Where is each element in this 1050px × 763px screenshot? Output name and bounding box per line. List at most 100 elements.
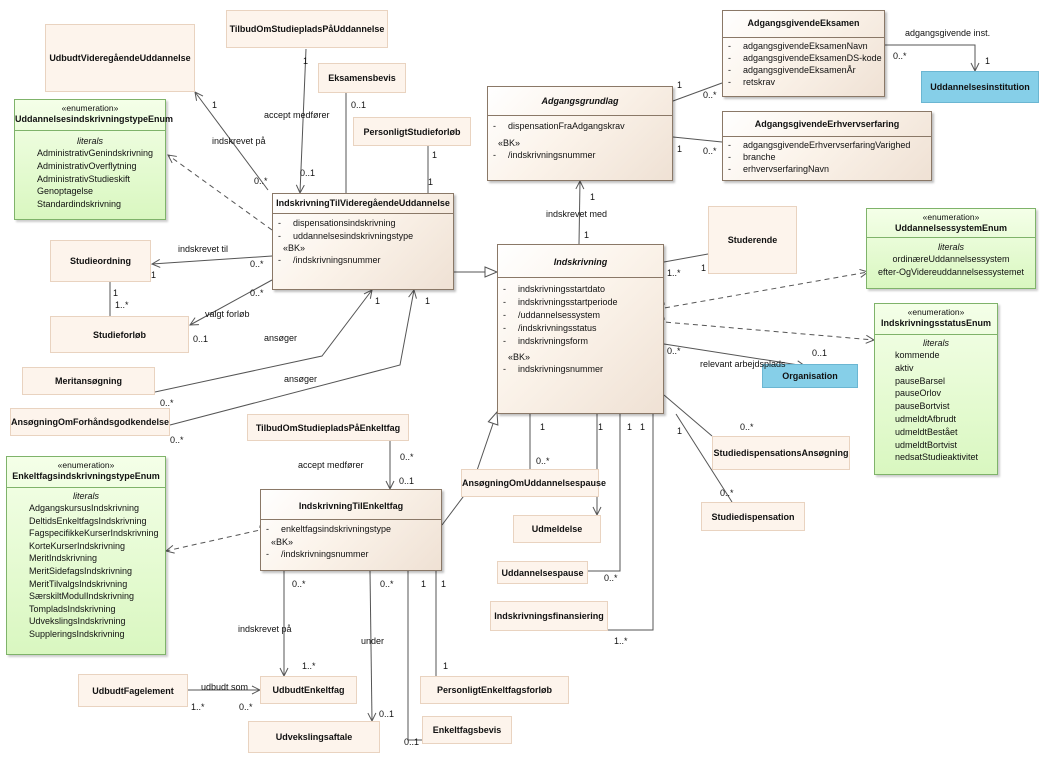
literals-title: literals <box>76 136 103 146</box>
enum-literal: AdgangskursusIndskrivning <box>29 503 140 513</box>
multiplicity: 1 <box>627 422 633 432</box>
class-name: AdgangsgivendeEksamen <box>747 18 860 28</box>
class-indskrivning-til-enkeltfag[interactable]: IndskrivningTilEnkeltfag -enkeltfagsinds… <box>260 489 442 571</box>
multiplicity: 1 <box>113 288 119 298</box>
class-uddannelsespause[interactable]: Uddannelsespause <box>497 561 588 584</box>
attribute-row: -indskrivningsstartperiode <box>503 297 618 307</box>
class-organisation[interactable]: Organisation <box>762 364 858 388</box>
class-ansoegning-forhaandsgodkendelse[interactable]: AnsøgningOmForhåndsgodkendelse <box>10 408 170 436</box>
class-eksamensbevis[interactable]: Eksamensbevis <box>318 63 406 93</box>
class-udvekslingsaftale[interactable]: Udvekslingsaftale <box>248 721 380 753</box>
enum-literal: udmeldtBestået <box>895 426 958 437</box>
class-personligt-enkeltfagsforloeb[interactable]: PersonligtEnkeltfagsforløb <box>420 676 569 704</box>
multiplicity: 1 <box>212 100 218 110</box>
class-udbudt-videregaaende-uddannelse[interactable]: UdbudtVideregåendeUddannelse <box>45 24 195 92</box>
multiplicity: 0..* <box>720 488 734 498</box>
association-label: indskrevet på <box>238 624 292 634</box>
class-name: AnsøgningOmForhåndsgodkendelse <box>11 417 170 427</box>
class-name: Studerende <box>727 235 778 245</box>
literals-title: literals <box>72 491 99 501</box>
multiplicity: 0..* <box>400 452 414 462</box>
class-name: UdbudtFagelement <box>92 685 174 696</box>
attribute-row: -erhvervserfaringNavn <box>728 164 830 174</box>
class-name: StudiedispensationsAnsøgning <box>713 448 849 458</box>
class-studieordning[interactable]: Studieordning <box>50 240 151 282</box>
enum-stereotype: «enumeration» <box>922 212 980 222</box>
attribute-row: -dispensationFraAdgangskrav <box>493 121 625 131</box>
class-udbudt-fagelement[interactable]: UdbudtFagelement <box>78 674 188 707</box>
class-name: Organisation <box>782 371 838 381</box>
multiplicity: 1 <box>584 230 590 240</box>
multiplicity: 0..* <box>239 702 253 712</box>
class-studiedispensationsansoegning[interactable]: StudiedispensationsAnsøgning <box>712 436 850 470</box>
multiplicity: 0..1 <box>404 737 420 747</box>
enum-literal: efter-OgVidereuddannelsessystemet <box>878 266 1024 277</box>
enum-literal: aktiv <box>895 362 914 373</box>
attribute-row: -retskrav <box>728 77 776 87</box>
class-meritansoegning[interactable]: Meritansøgning <box>22 367 155 395</box>
multiplicity: 1 <box>428 177 434 187</box>
class-name: TilbudOmStudiepladsPåUddannelse <box>229 24 385 34</box>
literals-title: literals <box>922 338 949 348</box>
multiplicity: 1 <box>598 422 604 432</box>
attribute-row: -/indskrivningsnummer <box>493 149 596 160</box>
multiplicity: 0..* <box>703 146 717 156</box>
attribute-row: -indskrivningsnummer <box>503 364 604 374</box>
class-indskrivningsfinansiering[interactable]: Indskrivningsfinansiering <box>490 601 608 631</box>
attribute-row: -enkeltfagsindskrivningstype <box>266 524 392 534</box>
class-name: PersonligtStudieforløb <box>363 126 461 137</box>
attribute-row: -/indskrivningsnummer <box>266 548 369 559</box>
enum-literal: AdministrativStudieskift <box>37 173 131 184</box>
multiplicity: 1 <box>151 270 157 280</box>
class-studerende[interactable]: Studerende <box>708 206 797 274</box>
class-uddannelsesinstitution[interactable]: Uddannelsesinstitution <box>921 71 1039 103</box>
association-label: relevant arbejdsplads <box>700 359 786 369</box>
multiplicity: 0..* <box>170 435 184 445</box>
enum-enkeltfagsindskrivningstype[interactable]: «enumeration» Enkeltfagsindskrivningstyp… <box>6 456 166 655</box>
enum-name: UddannelsesindskrivningstypeEnum <box>15 114 174 124</box>
enum-uddannelsessystem[interactable]: «enumeration» UddannelsessystemEnum lite… <box>866 208 1036 289</box>
association-label: accept medfører <box>298 460 364 470</box>
class-indskrivning[interactable]: Indskrivning -indskrivningsstartdato -in… <box>497 244 664 414</box>
association-label: indskrevet på <box>212 136 266 146</box>
multiplicity: 0..* <box>160 398 174 408</box>
enum-uddannelsesindskrivningstype[interactable]: «enumeration» Uddannelsesindskrivningsty… <box>14 99 174 220</box>
class-studiedispensation[interactable]: Studiedispensation <box>701 502 805 531</box>
attribute-row: -branche <box>728 152 776 162</box>
class-adgangsgivende-eksamen[interactable]: AdgangsgivendeEksamen -adgangsgivendeEks… <box>722 10 885 97</box>
attribute-row: -/indskrivningsstatus <box>503 323 597 333</box>
class-adgangsgivende-erhvervserfaring[interactable]: AdgangsgivendeErhvervserfaring -adgangsg… <box>722 111 932 181</box>
multiplicity: 0..* <box>250 288 264 298</box>
multiplicity: 0..1 <box>399 476 415 486</box>
association-label: adgangsgivende inst. <box>905 28 991 38</box>
association-label: udbudt som <box>201 682 249 692</box>
multiplicity: 0..1 <box>351 100 367 110</box>
enum-name: EnkeltfagsindskrivningstypeEnum <box>12 471 160 481</box>
enum-indskrivningsstatus[interactable]: «enumeration» IndskrivningsstatusEnum li… <box>874 303 998 475</box>
enum-stereotype: «enumeration» <box>61 103 119 113</box>
multiplicity: 1 <box>677 144 683 154</box>
class-ansoegning-uddannelsespause[interactable]: AnsøgningOmUddannelsespause <box>461 469 606 497</box>
class-name: Studieordning <box>70 256 131 266</box>
multiplicity: 1..* <box>614 636 628 646</box>
class-adgangsgrundlag[interactable]: Adgangsgrundlag -dispensationFraAdgangsk… <box>487 86 673 181</box>
class-enkeltfagsbevis[interactable]: Enkeltfagsbevis <box>422 716 512 744</box>
multiplicity: 0..* <box>604 573 618 583</box>
class-udmeldelse[interactable]: Udmeldelse <box>513 515 601 543</box>
association-label: indskrevet til <box>178 244 229 254</box>
enum-stereotype: «enumeration» <box>907 307 965 317</box>
enum-literal: SærskiltModulIndskrivning <box>29 591 135 602</box>
multiplicity: 1 <box>432 150 438 160</box>
class-studieforloeb[interactable]: Studieforløb <box>50 316 189 353</box>
class-udbudt-enkeltfag[interactable]: UdbudtEnkeltfag <box>260 676 357 704</box>
class-personligt-studieforloeb[interactable]: PersonligtStudieforløb <box>353 117 471 146</box>
class-tilbud-studieplads-uddannelse[interactable]: TilbudOmStudiepladsPåUddannelse <box>226 10 388 48</box>
class-tilbud-studieplads-enkeltfag[interactable]: TilbudOmStudiepladsPåEnkeltfag <box>247 414 409 441</box>
multiplicity: 1 <box>677 426 683 436</box>
multiplicity: 1..* <box>667 268 681 278</box>
class-indskrivning-til-videregaaende-uddannelse[interactable]: IndskrivningTilVideregåendeUddannelse -d… <box>272 193 454 290</box>
attribute-row: -dispensationsindskrivning <box>278 218 396 228</box>
enum-literal: FagspecifikkeKurserIndskrivning <box>29 528 159 539</box>
class-name: IndskrivningTilEnkeltfag <box>298 501 404 511</box>
